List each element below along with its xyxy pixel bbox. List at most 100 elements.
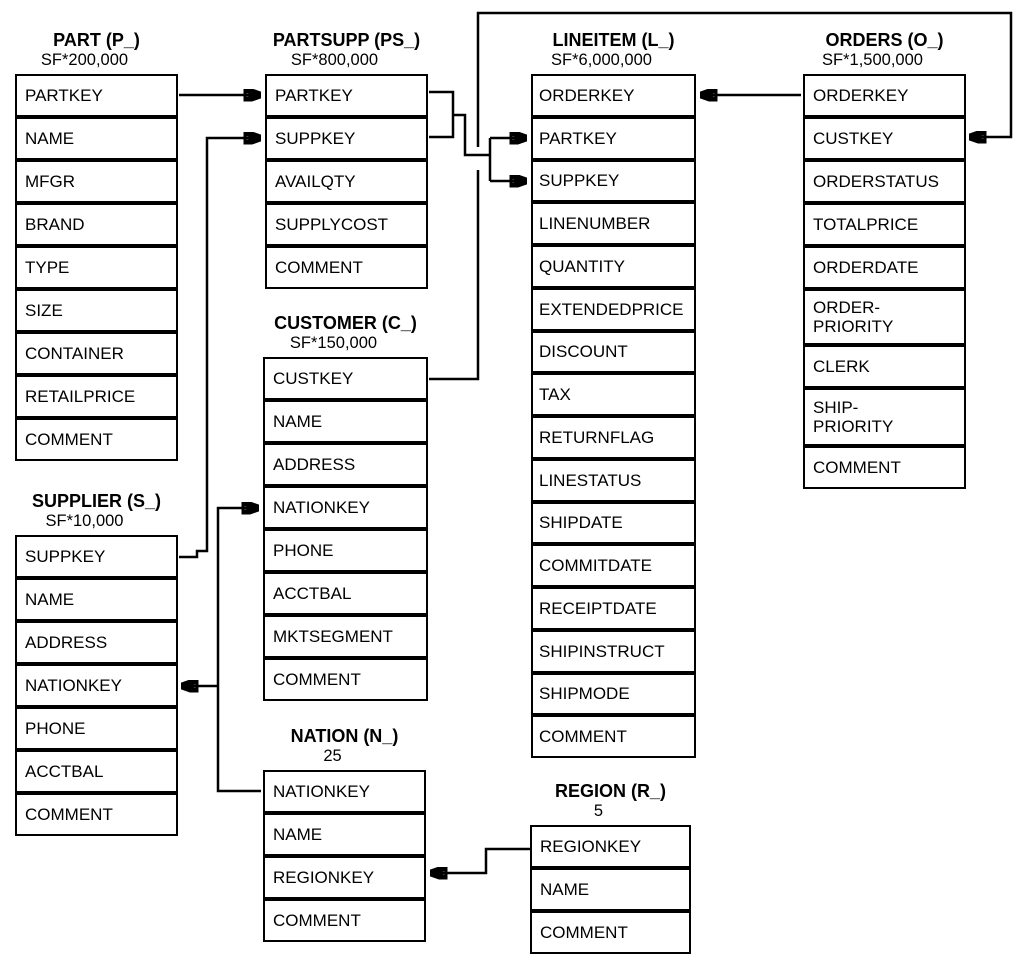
column-cell: SUPPKEY xyxy=(15,535,178,578)
column-label: ORDERKEY xyxy=(539,85,635,105)
column-cell: ORDERKEY xyxy=(531,74,696,117)
table-title: ORDERS (O_) xyxy=(825,29,944,50)
table-partsupp-header: PARTSUPP (PS_) SF*800,000 xyxy=(265,30,428,71)
arrow-customer-orders xyxy=(429,170,480,381)
column-cell: PARTKEY xyxy=(15,74,178,117)
table-region-columns: REGIONKEY NAME COMMENT xyxy=(530,825,691,954)
column-label: NAME xyxy=(540,879,590,899)
arrow-nation-customer xyxy=(216,508,261,793)
column-label: SHIPDATE xyxy=(539,513,623,533)
column-label: RETAILPRICE xyxy=(25,386,136,406)
column-label: DISCOUNT xyxy=(539,342,628,362)
column-label: COMMENT xyxy=(273,910,361,930)
column-cell: ADDRESS xyxy=(15,621,178,664)
column-label: REGIONKEY xyxy=(540,836,642,856)
table-part-header: PART (P_) SF*200,000 xyxy=(15,30,178,71)
table-part: PART (P_) SF*200,000 PARTKEY NAME MFGR BRAN… xyxy=(15,30,178,461)
column-cell: SHIPDATE xyxy=(531,501,696,545)
column-label: COMMENT xyxy=(540,922,628,942)
column-label: AVAILQTY xyxy=(275,171,356,191)
column-label: SUPPKEY xyxy=(539,171,620,191)
column-cell: COMMENT xyxy=(263,899,426,942)
table-cardinality: 25 xyxy=(323,747,342,766)
column-label: TAX xyxy=(539,385,571,405)
column-cell: ORDERKEY xyxy=(803,74,966,117)
column-label: RETURNFLAG xyxy=(539,427,655,447)
column-label: MFGR xyxy=(25,171,76,191)
column-label: REGIONKEY xyxy=(273,867,375,887)
column-cell: ORDERDATE xyxy=(803,246,966,289)
column-label: LINESTATUS xyxy=(539,470,642,490)
column-cell: ADDRESS xyxy=(263,443,428,486)
column-label: COMMENT xyxy=(275,257,363,277)
column-cell: RECEIPTDATE xyxy=(531,587,696,630)
column-cell: CUSTKEY xyxy=(803,117,966,160)
column-cell: MKTSEGMENT xyxy=(263,615,428,658)
column-label: ORDERSTATUS xyxy=(813,171,939,191)
column-cell: BRAND xyxy=(15,203,178,246)
column-label: TYPE xyxy=(25,257,70,277)
column-label: SIZE xyxy=(25,300,63,320)
column-cell: RETAILPRICE xyxy=(15,375,178,418)
table-cardinality: SF*10,000 xyxy=(45,512,124,531)
column-cell: RETURNFLAG xyxy=(531,416,696,459)
column-cell: COMMENT xyxy=(531,715,696,758)
column-cell: TAX xyxy=(531,373,696,416)
column-label: NAME xyxy=(25,589,75,609)
table-cardinality: SF*200,000 xyxy=(40,51,129,70)
column-label: PARTKEY xyxy=(539,128,617,148)
column-label: CLERK xyxy=(813,356,870,376)
column-cell: REGIONKEY xyxy=(263,856,426,899)
table-orders-header: ORDERS (O_) SF*1,500,000 xyxy=(803,30,966,71)
column-label: PHONE xyxy=(273,540,334,560)
column-cell: CLERK xyxy=(803,345,966,388)
table-nation-header: NATION (N_) 25 xyxy=(263,726,426,767)
column-label: SUPPKEY xyxy=(275,128,356,148)
table-part-columns: PARTKEY NAME MFGR BRAND TYPE SIZE CONTAINER RET… xyxy=(15,74,178,461)
column-cell: SHIPMODE xyxy=(531,672,696,716)
column-label: ADDRESS xyxy=(25,632,108,652)
column-cell: SUPPLYCOST xyxy=(265,203,428,246)
column-cell: SUPPKEY xyxy=(531,159,696,203)
column-label: ADDRESS xyxy=(273,454,356,474)
column-label: ACCTBAL xyxy=(25,761,104,781)
column-cell: MFGR xyxy=(15,160,178,203)
column-label: SUPPKEY xyxy=(25,546,106,566)
column-cell: NAME xyxy=(263,400,428,443)
column-cell: TOTALPRICE xyxy=(803,203,966,246)
column-label: SHIPINSTRUCT xyxy=(539,641,665,661)
column-label: COMMENT xyxy=(25,429,113,449)
column-label: COMMENT xyxy=(539,727,627,747)
column-cell: NATIONKEY xyxy=(263,770,426,813)
column-cell: PHONE xyxy=(15,707,178,750)
column-label: CONTAINER xyxy=(25,343,124,363)
column-label: EXTENDEDPRICE xyxy=(539,299,684,319)
table-lineitem-header: LINEITEM (L_) SF*6,000,000 xyxy=(531,30,696,71)
column-label: ACCTBAL xyxy=(273,583,352,603)
column-label: PHONE xyxy=(25,718,86,738)
column-label: COMMENT xyxy=(25,804,113,824)
column-cell: AVAILQTY xyxy=(265,160,428,203)
column-cell: NAME xyxy=(15,117,178,160)
column-label: COMMITDATE xyxy=(539,556,653,576)
column-cell: TYPE xyxy=(15,246,178,289)
arrow-customer-orders-top xyxy=(476,11,1013,147)
column-label: NATIONKEY xyxy=(273,497,370,517)
column-cell: EXTENDEDPRICE xyxy=(531,287,696,331)
column-label: NAME xyxy=(25,128,75,148)
table-title: PARTSUPP (PS_) xyxy=(272,29,421,50)
column-label: COMMENT xyxy=(273,669,361,689)
table-cardinality: 5 xyxy=(593,802,604,821)
column-label: NAME xyxy=(273,411,323,431)
table-supplier-header: SUPPLIER (S_) SF*10,000 xyxy=(15,491,178,532)
column-cell: NAME xyxy=(263,813,426,856)
table-title: CUSTOMER (C_) xyxy=(274,312,417,333)
column-cell: COMMENT xyxy=(15,418,178,461)
column-cell: LINENUMBER xyxy=(531,202,696,245)
